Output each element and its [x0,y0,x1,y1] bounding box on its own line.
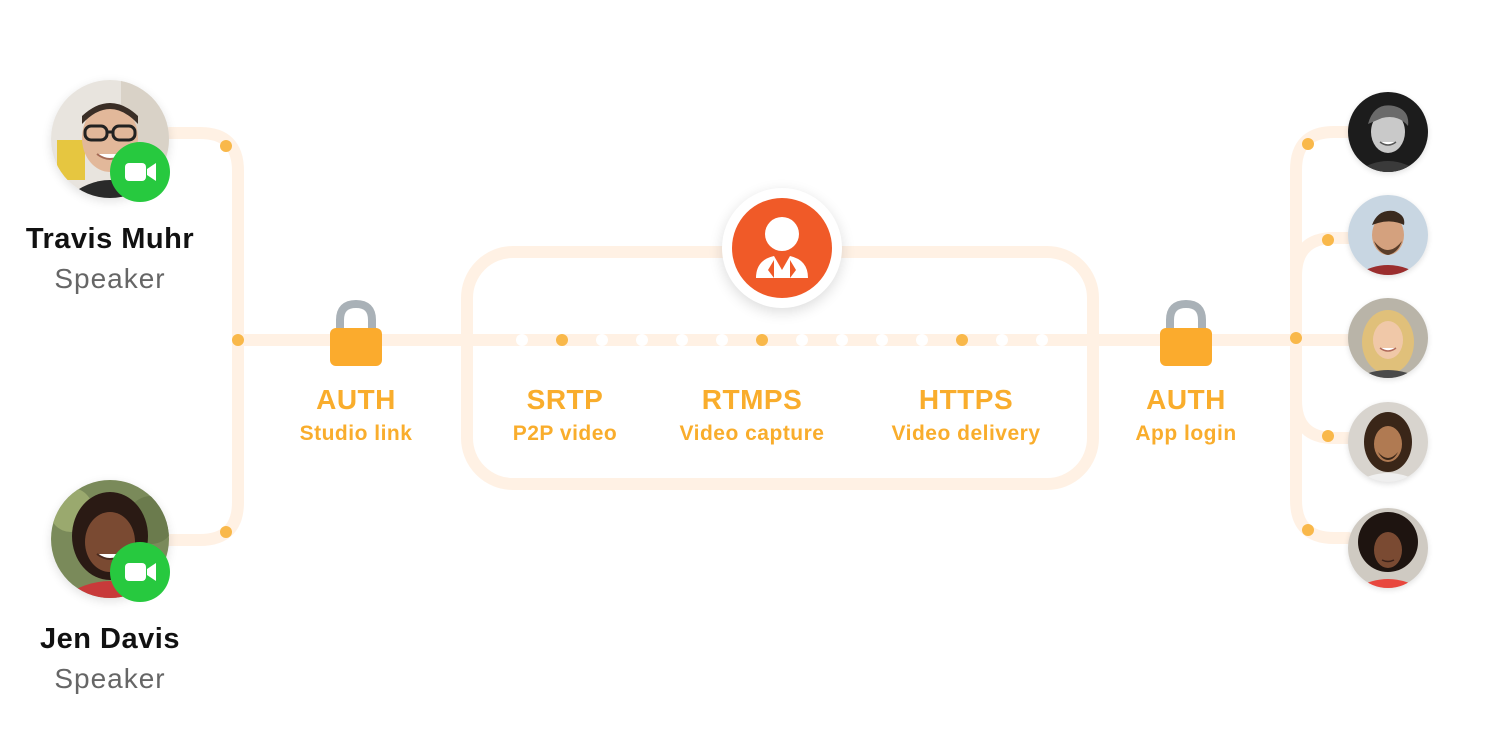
auth-app-subtitle: App login [1135,422,1237,445]
speaker-name: Travis Muhr [25,223,195,255]
streaming-server-logo-icon [722,188,842,308]
dot [1290,332,1302,344]
https-subtitle: Video delivery [891,422,1041,445]
dot [220,526,232,538]
faint-dots [516,334,1048,346]
auth-studio-subtitle: Studio link [299,422,413,445]
speaker-name: Jen Davis [40,623,180,655]
viewer-avatar-icon [1348,298,1428,378]
speaker-role: Speaker [54,263,166,294]
rtmps-subtitle: Video capture [679,422,825,445]
video-camera-icon [110,542,170,602]
auth-app-title: AUTH [1146,384,1226,415]
dot [956,334,968,346]
left-bracket [164,127,244,546]
dot [1302,524,1314,536]
right-bracket [1290,126,1354,544]
video-camera-icon [110,142,170,202]
auth-studio-title: AUTH [316,384,396,415]
dot [1302,138,1314,150]
viewer-avatar-icon [1348,92,1428,172]
viewer-avatar-icon [1348,195,1428,275]
dot [1322,234,1334,246]
srtp-subtitle: P2P video [512,422,618,445]
dot [1322,430,1334,442]
rtmps-title: RTMPS [701,384,803,415]
dot [232,334,244,346]
srtp-title: SRTP [526,384,604,415]
viewer-avatar-icon [1348,508,1428,588]
viewer-avatar-icon [1348,402,1428,482]
https-title: HTTPS [918,384,1014,415]
dot [220,140,232,152]
lock-icon [1158,298,1214,368]
connection-dots [220,138,1334,538]
speaker-role: Speaker [54,663,166,694]
lock-icon [328,298,384,368]
dot [556,334,568,346]
dot [756,334,768,346]
